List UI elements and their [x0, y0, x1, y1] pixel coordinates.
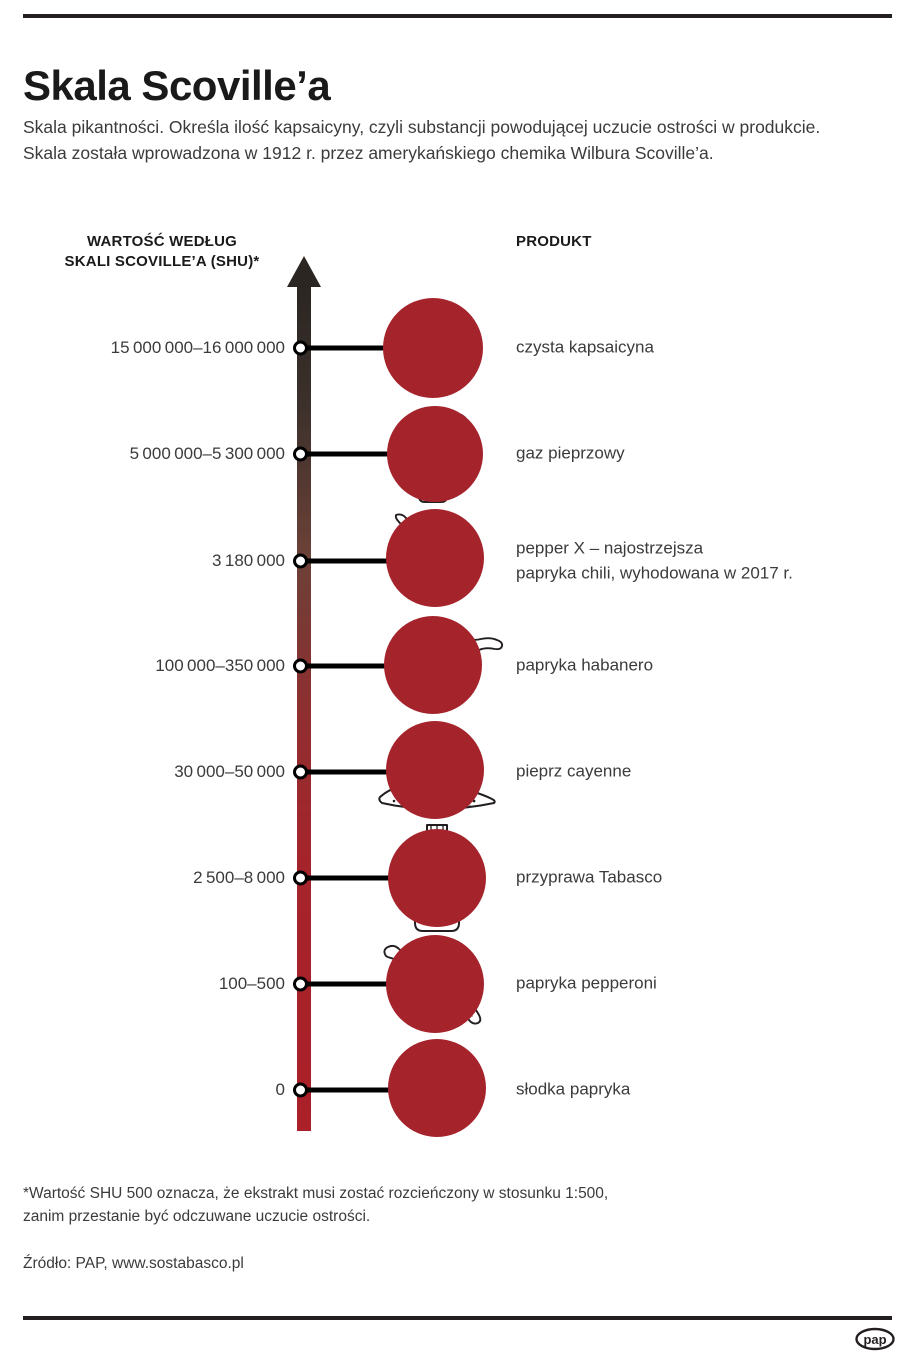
row-value: 0	[275, 1080, 285, 1099]
pap-logo: pap	[855, 1327, 895, 1351]
bell-pepper-icon	[387, 1038, 491, 1142]
cayenne-powder-icon	[378, 717, 500, 827]
row-value: 100 000–350 000	[155, 656, 285, 675]
row-marker	[293, 870, 308, 886]
intro-paragraph: Skala pikantności. Określa ilość kapsaic…	[23, 116, 821, 164]
row-value: 100–500	[218, 974, 285, 993]
row-connector	[304, 1087, 392, 1093]
row-marker	[293, 553, 308, 569]
row-marker	[293, 658, 308, 674]
row-label: pepper X – najostrzejsza papryka chili, …	[516, 538, 793, 582]
row-marker	[293, 976, 308, 992]
row-label: przyprawa Tabasco	[516, 867, 663, 887]
product-column-header: PRODUKT	[516, 233, 592, 250]
row-value: 3 180 000	[212, 551, 285, 570]
row-marker	[293, 446, 308, 462]
page-title: Skala Scoville’a	[23, 62, 331, 110]
row-value: 2 500–8 000	[193, 868, 285, 887]
tabasco-bottle-icon	[387, 819, 491, 937]
row-connector	[304, 663, 388, 669]
row-label: papryka habanero	[516, 655, 654, 675]
footnote-text: *Wartość SHU 500 oznacza, że ekstrakt mu…	[23, 1185, 609, 1226]
capsaicin-molecule-icon	[383, 298, 483, 398]
row-label: papryka pepperoni	[516, 973, 657, 993]
scoville-axis-bar	[297, 283, 311, 1131]
axis-arrow-icon	[287, 256, 321, 287]
row-label: pieprz cayenne	[516, 761, 632, 781]
row-value: 5 000 000–5 300 000	[129, 444, 285, 463]
pepperoni-chili-icon	[378, 928, 506, 1040]
row-connector	[304, 558, 388, 564]
row-connector	[304, 769, 388, 775]
value-column-header: WARTOŚĆ WEDŁUG SKALI SCOVILLE’A (SHU)*	[64, 233, 260, 271]
bottom-divider	[23, 1316, 892, 1320]
source-text: Źródło: PAP, www.sostabasco.pl	[23, 1255, 244, 1272]
row-label: gaz pieprzowy	[516, 443, 625, 463]
row-label: słodka papryka	[516, 1079, 631, 1099]
pap-logo-text: pap	[863, 1332, 886, 1347]
row-value: 15 000 000–16 000 000	[110, 338, 285, 357]
row-marker	[293, 340, 308, 356]
row-connector	[304, 875, 392, 881]
row-connector	[304, 981, 388, 987]
row-connector	[304, 451, 392, 457]
row-connector	[304, 345, 388, 351]
row-value: 30 000–50 000	[174, 762, 285, 781]
pepper-x-icon	[383, 506, 493, 616]
pepper-spray-can-icon	[387, 402, 491, 506]
row-marker	[293, 1082, 308, 1098]
top-divider	[23, 14, 892, 18]
habanero-icon	[383, 611, 508, 721]
row-marker	[293, 764, 308, 780]
row-label: czysta kapsaicyna	[516, 337, 654, 357]
